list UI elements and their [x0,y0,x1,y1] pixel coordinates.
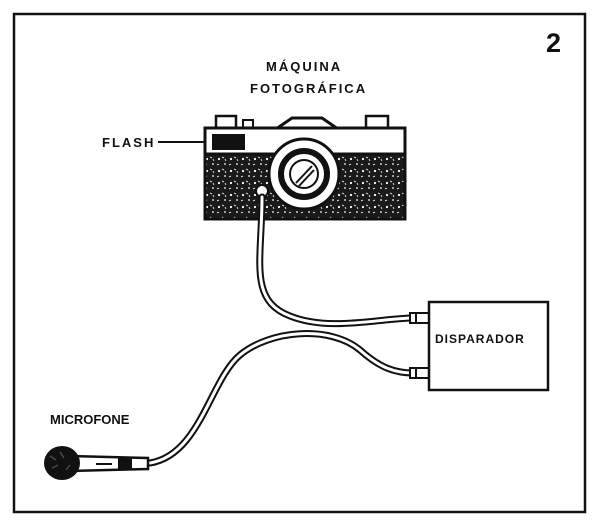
microphone [44,446,150,480]
microphone-head [44,446,80,480]
trigger-plug-bottom [409,367,431,379]
trigger-box [427,300,550,392]
trigger-plug-top [409,312,431,324]
camera-label-line2: FOTOGRÁFICA [250,81,367,96]
flash-window [212,134,245,150]
flash-label: FLASH [102,135,155,150]
camera-label-line1: MÁQUINA [266,59,342,74]
trigger-label: DISPARADOR [435,332,525,346]
microphone-label: MICROFONE [50,412,130,427]
microphone-cable [146,330,418,467]
figure-frame [12,12,587,514]
figure-number: 2 [546,28,561,58]
camera [203,114,407,221]
